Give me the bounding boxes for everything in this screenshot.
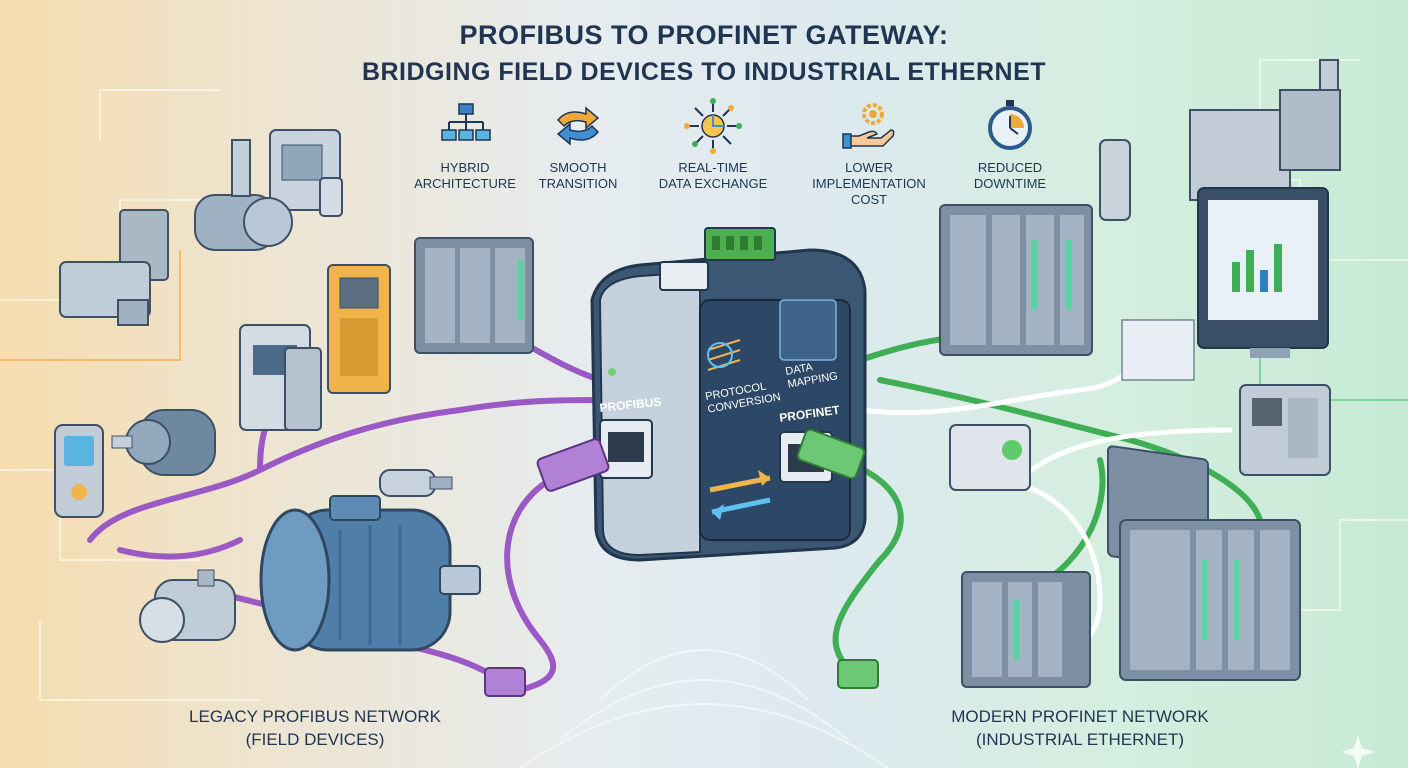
benefit-label: LOWER IMPLEMENTATION COST — [812, 160, 926, 207]
legacy-devices — [54, 129, 534, 697]
sensor-device — [59, 209, 169, 326]
sparkle-icon — [1341, 735, 1375, 768]
data-exchange-icon — [684, 98, 742, 154]
proximity-sensor-device — [379, 469, 453, 497]
protocol-conversion-icon — [707, 339, 741, 371]
benefit-label: REDUCED DOWNTIME — [973, 160, 1047, 191]
controller-device — [1239, 384, 1331, 476]
status-led-icon — [608, 368, 616, 376]
gateway-port-left-label: PROFIBUS — [599, 395, 662, 415]
drive-rack-right — [1119, 519, 1301, 681]
gateway-device: PROFIBUS PROFINET PROTOCOLCONVERSION DAT… — [536, 227, 867, 562]
page-title: PROFIBUS TO PROFINET GATEWAY: — [459, 20, 949, 50]
encoder-device — [139, 569, 236, 643]
handheld-device — [54, 424, 104, 518]
top-ethernet-port — [659, 261, 709, 291]
swap-arrows-icon — [556, 106, 600, 146]
plc-rack-right — [939, 204, 1093, 356]
monitor-device — [1197, 187, 1329, 358]
frequency-converter-device — [239, 324, 322, 431]
modern-network-label: MODERN PROFINET NETWORK (INDUSTRIAL ETHE… — [951, 707, 1209, 749]
exchange-arrow-right-icon — [709, 475, 771, 493]
page-subtitle: BRIDGING FIELD DEVICES TO INDUSTRIAL ETH… — [361, 58, 1047, 86]
benefit-smooth-transition: SMOOTH TRANSITION — [503, 98, 653, 192]
small-motor-device — [111, 409, 216, 476]
benefit-label: REAL-TIME DATA EXCHANGE — [658, 160, 768, 191]
hand-gear-icon — [842, 103, 895, 149]
io-block-device — [949, 424, 1031, 491]
profibus-connector-plug — [536, 438, 610, 492]
benefit-reduced-downtime: REDUCED DOWNTIME — [935, 98, 1085, 192]
benefit-label: SMOOTH TRANSITION — [538, 160, 618, 191]
stopwatch-icon — [988, 100, 1032, 150]
modern-devices — [837, 59, 1375, 768]
yellow-drive-device — [327, 264, 391, 394]
io-module-device — [269, 129, 343, 217]
legacy-network-label: LEGACY PROFIBUS NETWORK (FIELD DEVICES) — [189, 707, 441, 749]
plc-rack-bottom — [961, 571, 1091, 688]
pump-device — [194, 139, 293, 251]
profinet-connector-plug — [796, 428, 866, 480]
benefit-lower-implementation-cost: LOWER IMPLEMENTATION COST — [794, 98, 944, 208]
green-connector-plug — [837, 659, 879, 689]
hierarchy-icon — [441, 103, 491, 141]
purple-connector-plug — [484, 667, 526, 697]
factory-building-icon — [1099, 59, 1341, 221]
benefit-label: HYBRID ARCHITECTURE — [414, 160, 516, 191]
large-motor-device — [259, 495, 481, 652]
benefit-real-time-data-exchange: REAL-TIME DATA EXCHANGE — [638, 98, 788, 192]
plc-rack-left — [414, 237, 534, 354]
benefit-hybrid-architecture: HYBRID ARCHITECTURE — [390, 98, 540, 192]
data-mapping-icon — [779, 299, 837, 361]
